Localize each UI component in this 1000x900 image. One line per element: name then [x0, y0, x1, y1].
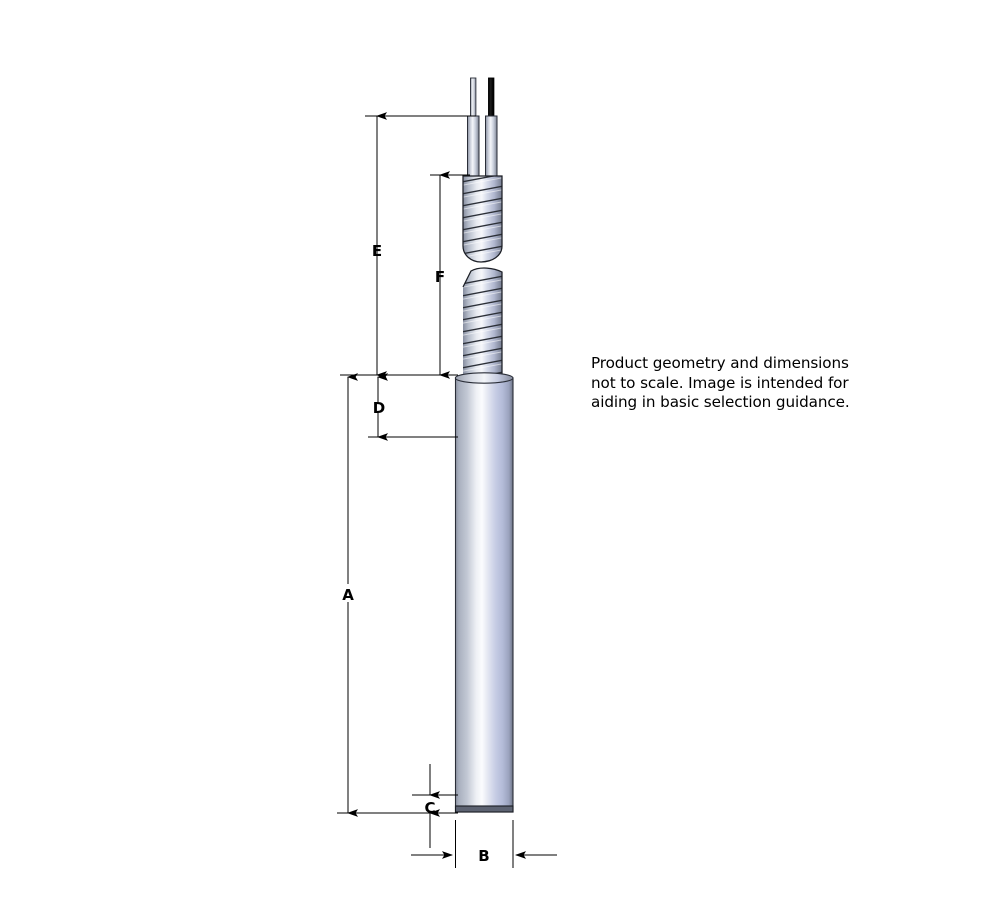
dim-label-E: E	[372, 242, 382, 260]
probe-sheath-tip	[454, 805, 514, 813]
dimension-labels: E F D A C B	[342, 242, 490, 865]
armored-flex-conduit-lower	[462, 267, 503, 377]
scale-disclaimer-note: Product geometry and dimensions not to s…	[591, 354, 850, 411]
armored-flex-conduit-upper	[462, 175, 503, 263]
dim-label-D: D	[373, 399, 385, 417]
ferrule-right	[485, 115, 498, 177]
dim-label-F: F	[435, 268, 445, 286]
probe-sheath-body	[454, 372, 514, 813]
dim-label-A: A	[342, 586, 354, 604]
ferrule-left	[467, 115, 480, 177]
dim-label-B: B	[478, 847, 489, 865]
dim-label-C: C	[424, 799, 435, 817]
